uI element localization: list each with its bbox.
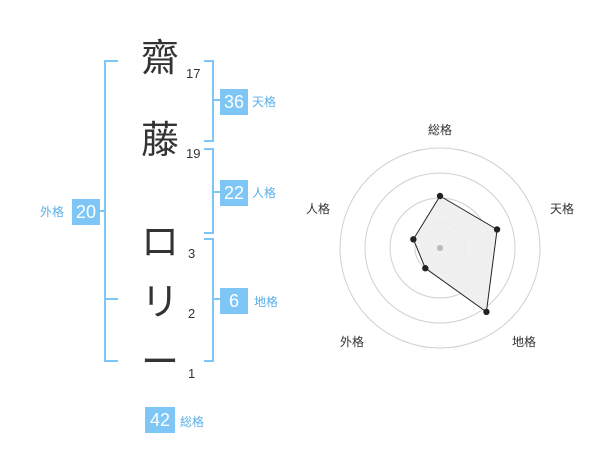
jinkaku-badge: 22 (220, 180, 248, 206)
gaikaku-label: 外格 (40, 205, 65, 219)
radar-center-dot (437, 245, 443, 251)
radar-ring (364, 172, 516, 324)
radar-axis-label-soukaku: 総格 (428, 122, 452, 137)
name-char-4: リ (140, 280, 179, 324)
stroke-count-5: 1 (188, 366, 196, 381)
chikaku-tick (212, 298, 220, 300)
name-char-3: ロ (140, 220, 179, 264)
tenkaku-tick (212, 99, 220, 101)
stroke-count-4: 2 (188, 306, 196, 321)
gaikaku-inner-tick (106, 298, 118, 300)
gaikaku-badge: 20 (72, 199, 100, 225)
tenkaku-label: 天格 (252, 95, 277, 109)
soukaku-label: 総格 (180, 415, 205, 429)
name-char-1: 齋 (140, 36, 179, 80)
radar-axis-label-gaikaku: 外格 (340, 334, 364, 349)
radar-ring (339, 147, 541, 349)
gaikaku-bracket (104, 60, 118, 362)
chikaku-bracket (204, 238, 214, 362)
tenkaku-bracket (204, 60, 214, 142)
chikaku-label: 地格 (254, 295, 279, 309)
name-char-5: ー (140, 340, 179, 384)
radar-point (422, 265, 429, 272)
radar-points (410, 192, 501, 316)
radar-point (493, 226, 501, 233)
name-char-2: 藤 (140, 118, 179, 162)
radar-point (436, 192, 444, 200)
stroke-count-1: 17 (186, 66, 201, 81)
tenkaku-badge: 36 (220, 89, 248, 115)
chikaku-badge: 6 (220, 288, 248, 314)
jinkaku-label: 人格 (252, 186, 277, 200)
radar-axis-label-chikaku: 地格 (512, 334, 536, 349)
radar-point (410, 236, 417, 243)
radar-axis-label-tenkaku: 天格 (550, 201, 574, 216)
stroke-count-2: 19 (186, 146, 201, 161)
radar-polygon (412, 195, 498, 313)
radar-axis-label-jinkaku: 人格 (306, 201, 330, 216)
jinkaku-tick (212, 191, 220, 193)
gaikaku-tick (96, 210, 104, 212)
soukaku-badge: 42 (145, 407, 175, 433)
radar-point (483, 308, 490, 316)
stroke-count-3: 3 (188, 246, 196, 261)
